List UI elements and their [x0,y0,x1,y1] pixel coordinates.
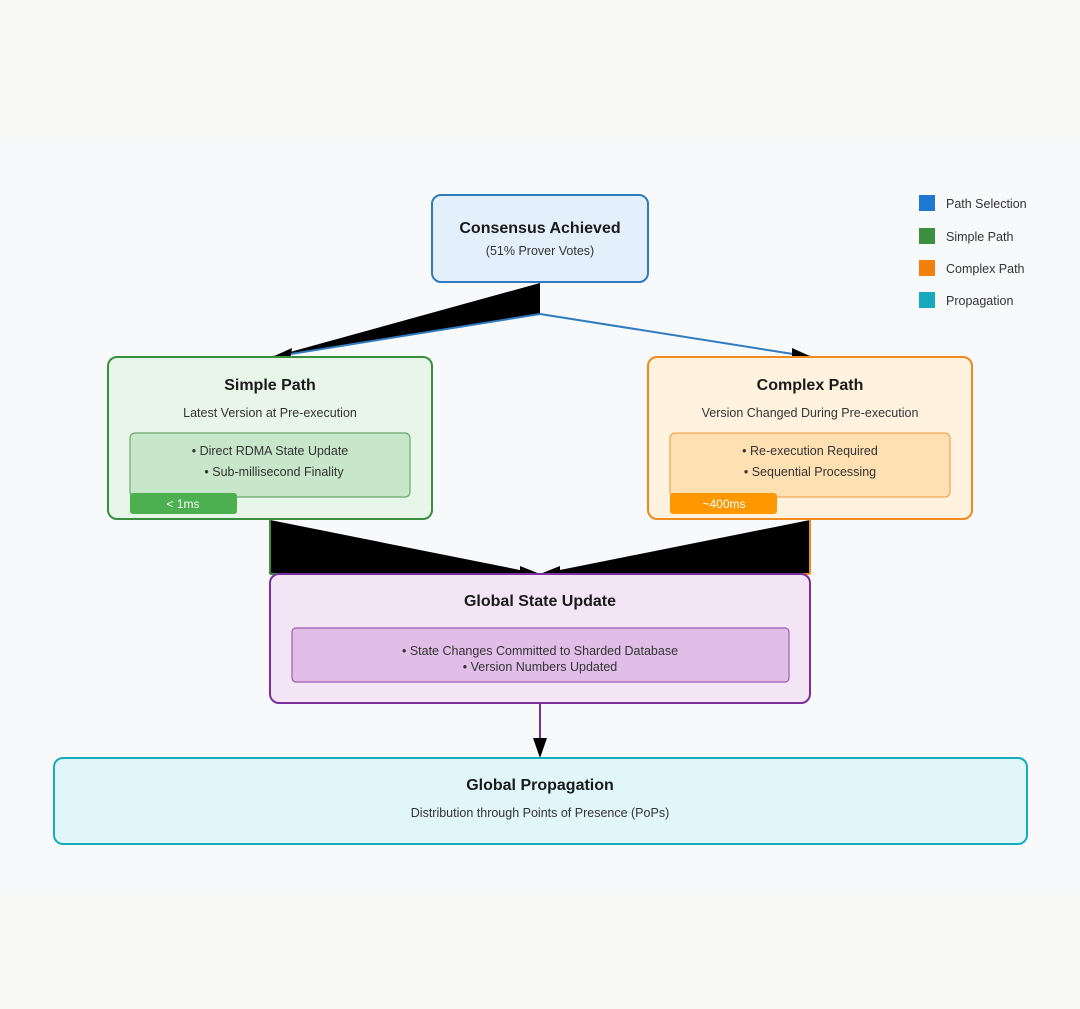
connector-line-consensus-to-simple [271,313,541,358]
global-state-update-bullet: • State Changes Committed to Sharded Dat… [402,644,678,658]
consensus-node: Consensus Achieved (51% Prover Votes) [431,194,649,283]
connector-simple-to-update [270,520,540,574]
simple-path-bullet: • Sub-millisecond Finality [204,465,344,479]
legend-label-path-selection: Path Selection [946,197,1027,211]
global-propagation-box [53,757,1028,845]
global-propagation-title: Global Propagation [466,777,614,794]
connector-line-consensus-to-complex [539,313,813,358]
legend-swatch-propagation [919,292,935,308]
global-state-update-bullet: • Version Numbers Updated [463,660,618,674]
complex-path-title: Complex Path [757,377,864,394]
legend: Path Selection Simple Path Complex Path … [919,195,1027,308]
legend-label-propagation: Propagation [946,294,1013,308]
arrowhead-propagation [533,738,547,758]
global-state-update-title: Global State Update [464,593,616,610]
legend-label-complex-path: Complex Path [946,262,1025,276]
simple-path-node: Simple Path Latest Version at Pre-execut… [107,356,433,520]
complex-path-subtitle: Version Changed During Pre-execution [702,406,919,420]
consensus-title: Consensus Achieved [459,220,620,237]
global-propagation-subtitle: Distribution through Points of Presence … [411,806,669,820]
legend-swatch-complex-path [919,260,935,276]
complex-path-latency-label: ~400ms [702,497,745,511]
simple-path-latency-label: < 1ms [166,497,199,511]
simple-path-title: Simple Path [224,377,316,394]
connector-consensus-to-simple [272,283,540,357]
legend-label-simple-path: Simple Path [946,230,1013,244]
complex-path-bullet: • Re-execution Required [742,444,878,458]
consensus-box [431,194,649,283]
simple-path-subtitle: Latest Version at Pre-execution [183,406,357,420]
simple-path-details-box [129,432,411,498]
connector-complex-to-update [540,520,810,574]
global-state-update-node: Global State Update • State Changes Comm… [269,573,811,704]
simple-path-latency-badge [130,493,237,514]
complex-path-node: Complex Path Version Changed During Pre-… [647,356,973,520]
complex-path-latency-badge [670,493,777,514]
simple-path-bullet: • Direct RDMA State Update [192,444,349,458]
consensus-subtitle: (51% Prover Votes) [486,244,594,258]
global-state-update-details-box [291,627,790,683]
complex-path-bullet: • Sequential Processing [744,465,876,479]
legend-swatch-simple-path [919,228,935,244]
global-propagation-node: Global Propagation Distribution through … [53,757,1028,845]
complex-path-details-box [669,432,951,498]
legend-swatch-path-selection [919,195,935,211]
